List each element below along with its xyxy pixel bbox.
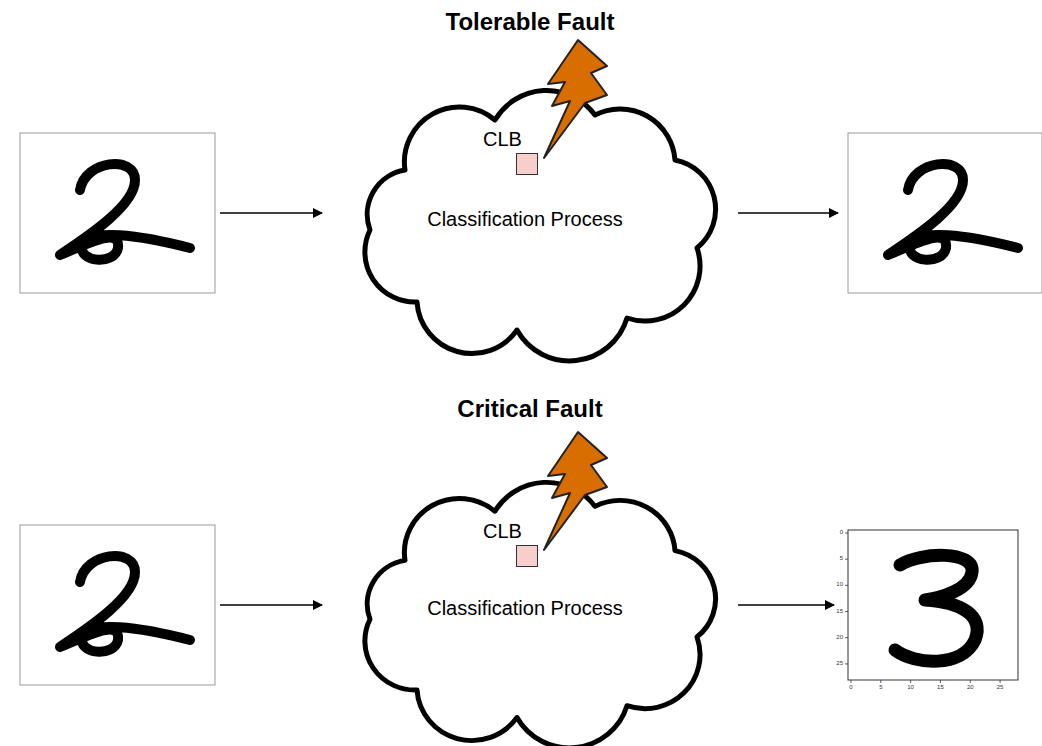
process-label: Classification Process [427, 208, 623, 231]
axis-tick-label: 20 [836, 634, 843, 640]
input-image [20, 133, 215, 293]
arrow [220, 604, 322, 606]
clb-square [516, 153, 538, 175]
axis-tick-label: 15 [937, 684, 944, 690]
heading: Critical Fault [457, 395, 602, 423]
input-image [20, 525, 215, 685]
arrow [738, 604, 834, 606]
heading: Tolerable Fault [446, 8, 615, 36]
axis-tick-label: 15 [836, 608, 843, 614]
axis-tick-label: 5 [840, 555, 843, 561]
axis-tick-label: 5 [879, 684, 882, 690]
clb-label: CLB [483, 128, 522, 151]
axis-tick-label: 0 [840, 529, 843, 535]
clb-label: CLB [483, 520, 522, 543]
axis-tick-label: 10 [907, 684, 914, 690]
axis-tick-label: 25 [997, 684, 1004, 690]
clb-block: CLB [483, 520, 538, 567]
clb-block: CLB [483, 128, 538, 175]
process-label: Classification Process [427, 597, 623, 620]
arrow [220, 212, 322, 214]
clb-square [516, 545, 538, 567]
output-plot [845, 530, 1018, 683]
cloud-process: Classification Process CLB [345, 472, 725, 742]
axis-tick-label: 25 [836, 660, 843, 666]
arrow [738, 212, 838, 214]
axis-tick-label: 10 [836, 581, 843, 587]
cloud-process: Classification Process CLB [345, 80, 725, 355]
output-image [848, 133, 1042, 293]
axis-tick-label: 0 [849, 684, 852, 690]
axis-tick-label: 20 [967, 684, 974, 690]
